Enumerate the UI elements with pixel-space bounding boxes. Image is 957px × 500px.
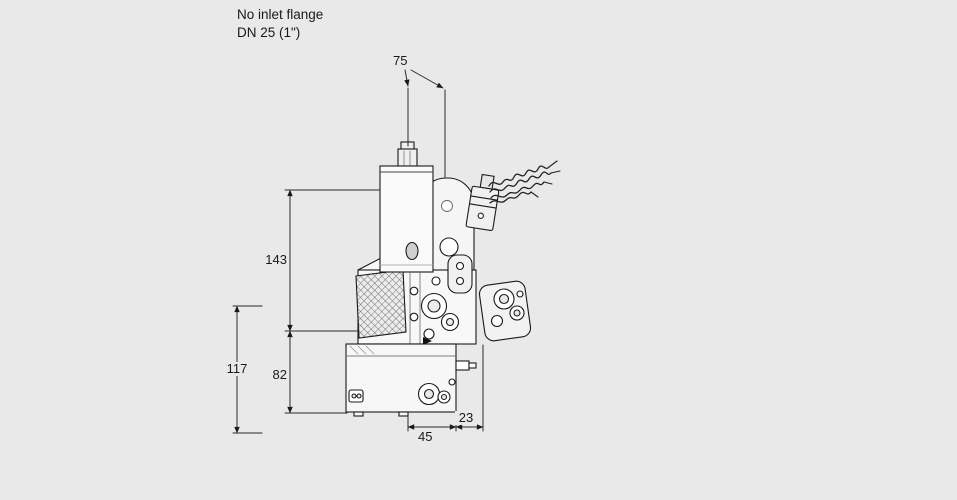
mounting-tab bbox=[447, 254, 473, 294]
inlet-strainer-mesh bbox=[355, 269, 407, 339]
solenoid-cylinder bbox=[379, 141, 434, 273]
dim-label-upper-height: 143 bbox=[265, 252, 287, 267]
dim-label-overall-left-height: 117 bbox=[223, 362, 251, 376]
test-point-nipple bbox=[455, 360, 477, 371]
dim-75-lines bbox=[404, 69, 446, 178]
title-line-1: No inlet flange bbox=[237, 7, 324, 22]
dim-143-lines bbox=[284, 189, 380, 332]
dim-label-top-width: 75 bbox=[393, 53, 408, 68]
cable-plug-connector bbox=[465, 173, 500, 232]
title-line-2: DN 25 (1") bbox=[237, 25, 301, 40]
dim-label-lower-height: 82 bbox=[272, 367, 287, 382]
dim-label-bottom-width-left: 45 bbox=[418, 429, 433, 444]
flow-direction-arrow-icon bbox=[423, 337, 432, 345]
pressure-regulator-block bbox=[345, 343, 457, 417]
dim-label-bottom-width-right: 23 bbox=[455, 411, 477, 425]
outlet-flange bbox=[478, 280, 532, 342]
dim-45-23-lines bbox=[407, 344, 484, 432]
dim-82-lines bbox=[284, 330, 348, 414]
connector-wires bbox=[488, 160, 561, 204]
